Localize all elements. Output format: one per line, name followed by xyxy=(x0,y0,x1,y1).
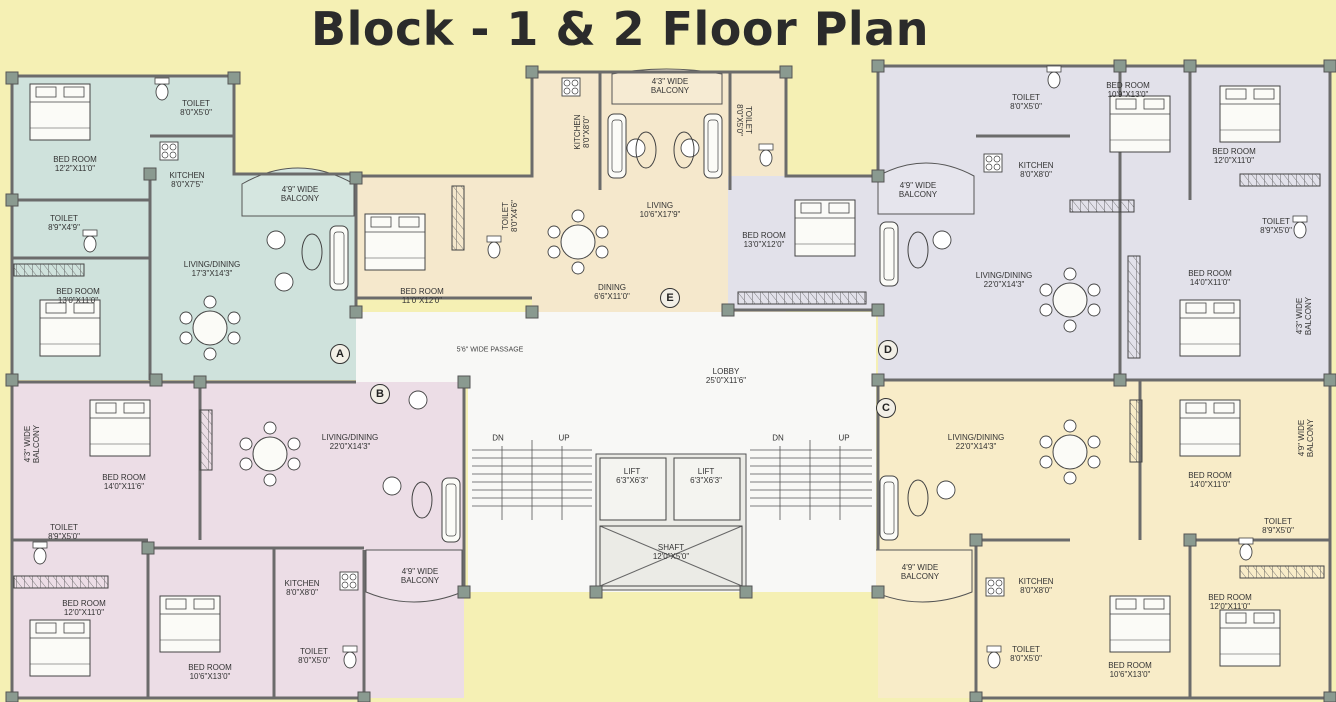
unit-mark-e: E xyxy=(660,288,680,308)
unit-mark-c: C xyxy=(876,398,896,418)
passage-label: 5'6" WIDE PASSAGE xyxy=(456,346,524,354)
unit-mark-b: B xyxy=(370,384,390,404)
walls xyxy=(10,64,1332,700)
core-area xyxy=(356,312,876,592)
stair-left-icon xyxy=(472,440,592,520)
unit-mark-d: D xyxy=(878,340,898,360)
stair-right-up: UP xyxy=(838,433,850,443)
stair-right-icon xyxy=(750,440,872,520)
page-title: Block - 1 & 2 Floor Plan xyxy=(311,2,929,56)
stair-left-dn: DN xyxy=(492,433,504,443)
flat-e xyxy=(356,68,786,312)
structural-columns xyxy=(5,59,1336,702)
flat-d xyxy=(728,66,1330,380)
furniture xyxy=(13,65,1325,677)
stair-left-up: UP xyxy=(558,433,570,443)
stair-right-dn: DN xyxy=(772,433,784,443)
unit-mark-a: A xyxy=(330,344,350,364)
